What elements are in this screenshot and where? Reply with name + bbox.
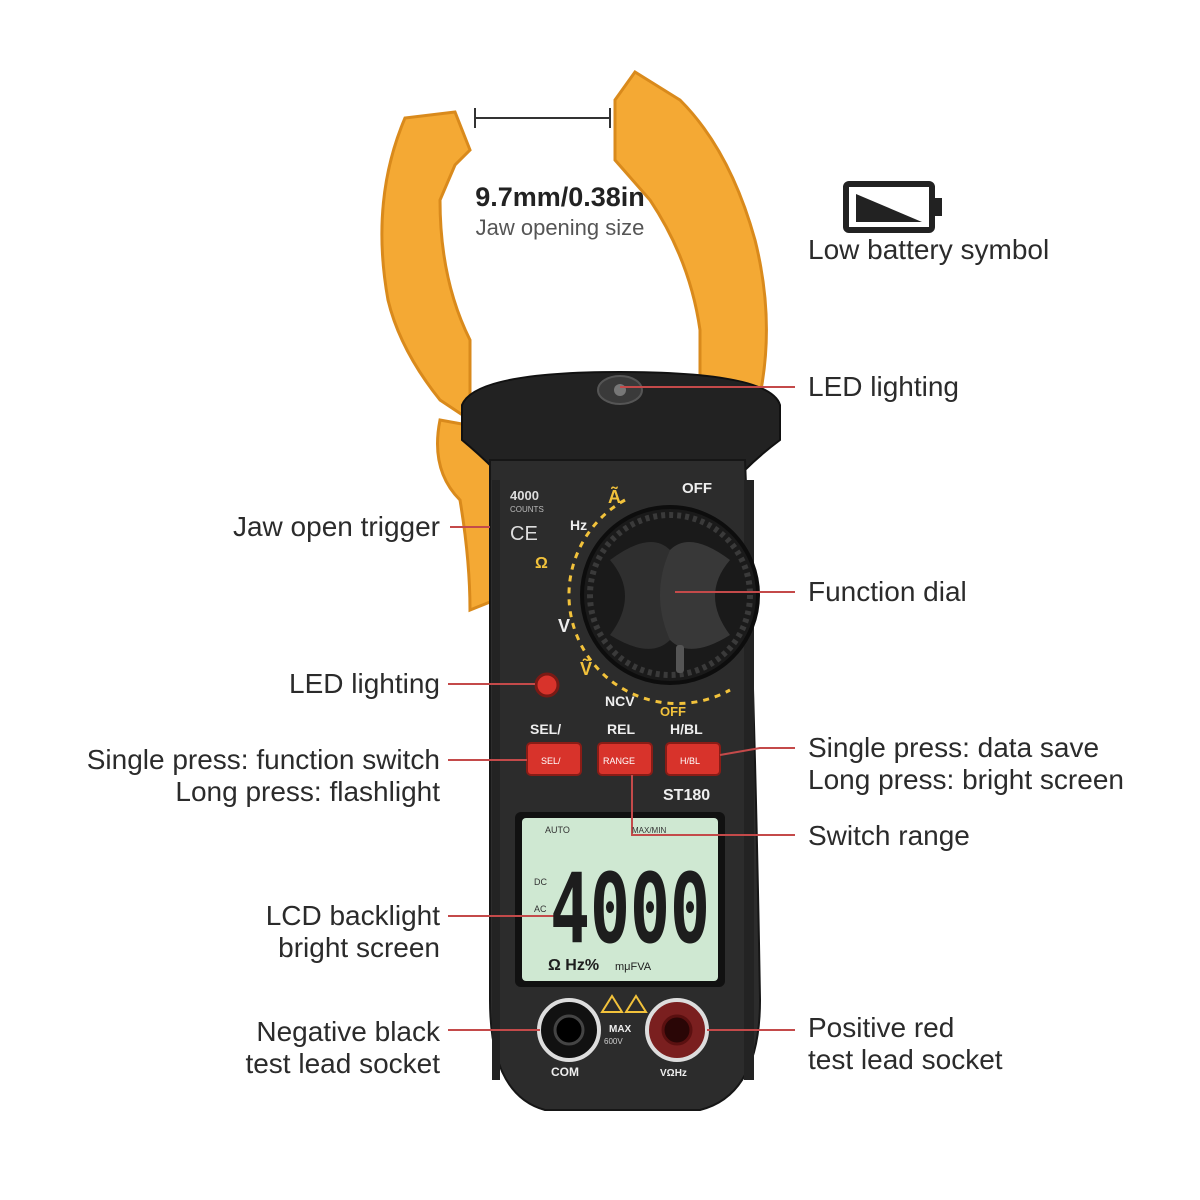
warning-triangles-icon [600, 994, 648, 1013]
com-socket [537, 998, 601, 1062]
lcd-maxmin: MAX/MIN [632, 826, 666, 835]
low-battery-label: Low battery symbol [808, 234, 1050, 265]
model-name: ST180 [663, 787, 710, 804]
jaw-size-label: 9.7mm/0.38in Jaw opening size [440, 180, 680, 242]
neg-line2: test lead socket [245, 1048, 440, 1079]
lcd-screen [522, 818, 718, 981]
lcd-ac: AC [534, 904, 547, 914]
hbl-callout: Single press: data save Long press: brig… [808, 732, 1124, 796]
lcd-line1: LCD backlight [265, 900, 440, 931]
sel-callout-line2: Long press: flashlight [175, 776, 440, 807]
dial-mark-vac: Ṽ [580, 658, 592, 679]
low-battery-icon [843, 181, 942, 233]
dial-mark-off-bottom: OFF [660, 704, 686, 719]
led-front [534, 672, 560, 698]
led-lighting-top-label: LED lighting [808, 371, 959, 402]
function-dial-label: Function dial [808, 576, 967, 607]
jaw-trigger [436, 418, 497, 613]
vohz-label: VΩHz [660, 1068, 687, 1079]
sel-caption: SEL/ [530, 721, 561, 737]
max-voltage: 600V [604, 1037, 623, 1046]
left-grip [492, 480, 500, 1080]
lcd-reading: 4000 [550, 853, 710, 965]
right-grip [744, 480, 754, 1080]
pos-line2: test lead socket [808, 1044, 1003, 1075]
dial-mark-ohm: Ω [535, 555, 548, 572]
led-top-dot [614, 384, 626, 396]
positive-socket-callout: Positive red test lead socket [808, 1012, 1003, 1076]
neg-line1: Negative black [256, 1016, 440, 1047]
leader-lines [448, 386, 795, 1031]
sel-callout-line1: Single press: function switch [86, 744, 440, 775]
jaw-size-bracket [474, 108, 611, 128]
hbl-caption: H/BL [670, 721, 703, 737]
sel-callout: Single press: function switch Long press… [87, 744, 440, 808]
jaw-size-caption: Jaw opening size [475, 215, 645, 240]
counts-value: 4000 [510, 488, 539, 503]
hbl-face: H/BL [680, 756, 700, 766]
range-face: RANGE [603, 756, 635, 766]
range-button[interactable] [597, 742, 653, 776]
jaw-size-value: 9.7mm/0.38in [475, 182, 645, 212]
dial-mark-amps: Ã [608, 486, 621, 507]
lcd-dc: DC [534, 877, 547, 887]
ce-mark: CE [510, 523, 538, 545]
pos-line1: Positive red [808, 1012, 955, 1043]
counts-word: COUNTS [510, 505, 544, 514]
positive-socket [645, 998, 709, 1062]
lcd-auto: AUTO [545, 825, 570, 835]
hbl-callout-line1: Single press: data save [808, 732, 1100, 763]
jaw-trigger-label: Jaw open trigger [232, 511, 440, 542]
dial-mark-ncv: NCV [605, 693, 635, 709]
lcd-callout: LCD backlight bright screen [266, 900, 440, 964]
dial-arc [567, 498, 731, 705]
max-label: MAX [609, 1024, 632, 1035]
right-jaw [613, 69, 768, 397]
dial-mark-hz: Hz [570, 517, 587, 533]
sel-face: SEL/ [541, 756, 561, 766]
negative-socket-callout: Negative black test lead socket [245, 1016, 440, 1080]
left-jaw [380, 110, 472, 423]
hbl-button[interactable] [665, 742, 721, 776]
lcd-units-small: mμFVA [615, 961, 652, 973]
com-label: COM [551, 1065, 579, 1079]
switch-range-label: Switch range [808, 820, 970, 851]
rel-caption: REL [607, 721, 635, 737]
hbl-callout-line2: Long press: bright screen [808, 764, 1124, 795]
led-lighting-front-label: LED lighting [289, 668, 440, 699]
dial-mark-vdc: V [558, 616, 570, 636]
dial-mark-off-top: OFF [682, 480, 712, 497]
function-dial[interactable] [580, 505, 760, 685]
lcd-units: Ω Hz% [548, 957, 599, 974]
lcd-line2: bright screen [278, 932, 440, 963]
